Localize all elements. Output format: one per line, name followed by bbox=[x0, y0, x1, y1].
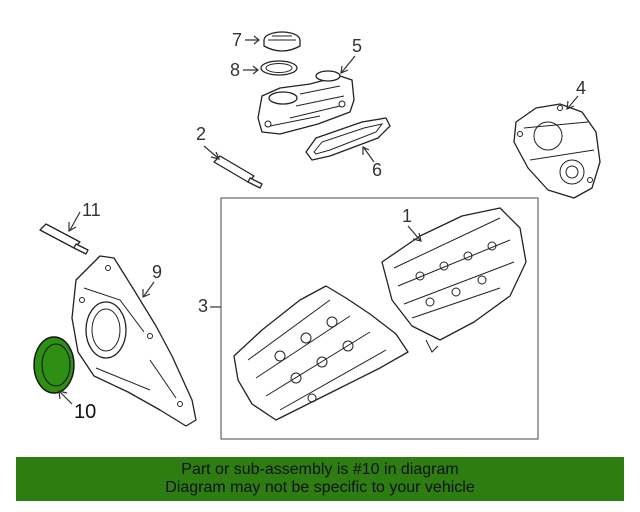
callout-9-arrow bbox=[142, 281, 155, 298]
callout-10-arrow bbox=[58, 390, 73, 405]
part-2-sealant-tube[interactable] bbox=[213, 155, 263, 189]
banner-line-2: Diagram may not be specific to your vehi… bbox=[165, 479, 475, 496]
callout-4-arrow bbox=[566, 95, 579, 110]
callout-4: 4 bbox=[576, 78, 586, 98]
callout-8-arrow bbox=[243, 65, 259, 75]
part-11-sealant-tube[interactable] bbox=[39, 223, 89, 255]
part-10-seal-highlighted[interactable] bbox=[33, 336, 75, 394]
callout-6: 6 bbox=[372, 160, 382, 180]
part-4-timing-cover[interactable] bbox=[513, 103, 601, 199]
callout-2-arrow bbox=[203, 145, 221, 160]
callout-3: 3 bbox=[198, 296, 208, 316]
callout-1-arrow bbox=[407, 225, 422, 242]
callout-5: 5 bbox=[352, 36, 362, 56]
part-9-rear-cover[interactable] bbox=[71, 255, 197, 427]
callout-5-arrow bbox=[340, 55, 356, 74]
part-8-seal-ring[interactable] bbox=[260, 60, 298, 76]
callout-2: 2 bbox=[196, 124, 206, 144]
assembly-frame bbox=[220, 197, 539, 440]
part-7-oil-cap[interactable] bbox=[263, 31, 301, 52]
callout-1: 1 bbox=[402, 206, 412, 226]
callout-11-arrow bbox=[68, 211, 81, 233]
callout-10: 10 bbox=[74, 401, 96, 423]
banner-line-1: Part or sub-assembly is #10 in diagram bbox=[181, 461, 459, 478]
part-6-gasket[interactable] bbox=[305, 117, 391, 161]
callout-9: 9 bbox=[152, 262, 162, 282]
callout-6-arrow bbox=[362, 146, 375, 163]
part-1-cylinder-head[interactable] bbox=[381, 207, 527, 353]
info-banner: Part or sub-assembly is #10 in diagram D… bbox=[16, 457, 624, 501]
part-5-breather-housing[interactable] bbox=[257, 70, 355, 135]
callout-7: 7 bbox=[232, 30, 242, 50]
callout-8: 8 bbox=[230, 60, 240, 80]
callout-7-arrow bbox=[245, 35, 260, 45]
callout-11: 11 bbox=[82, 200, 101, 220]
engine-block bbox=[233, 285, 409, 421]
parts-diagram: 7 8 5 6 2 4 bbox=[33, 30, 601, 440]
